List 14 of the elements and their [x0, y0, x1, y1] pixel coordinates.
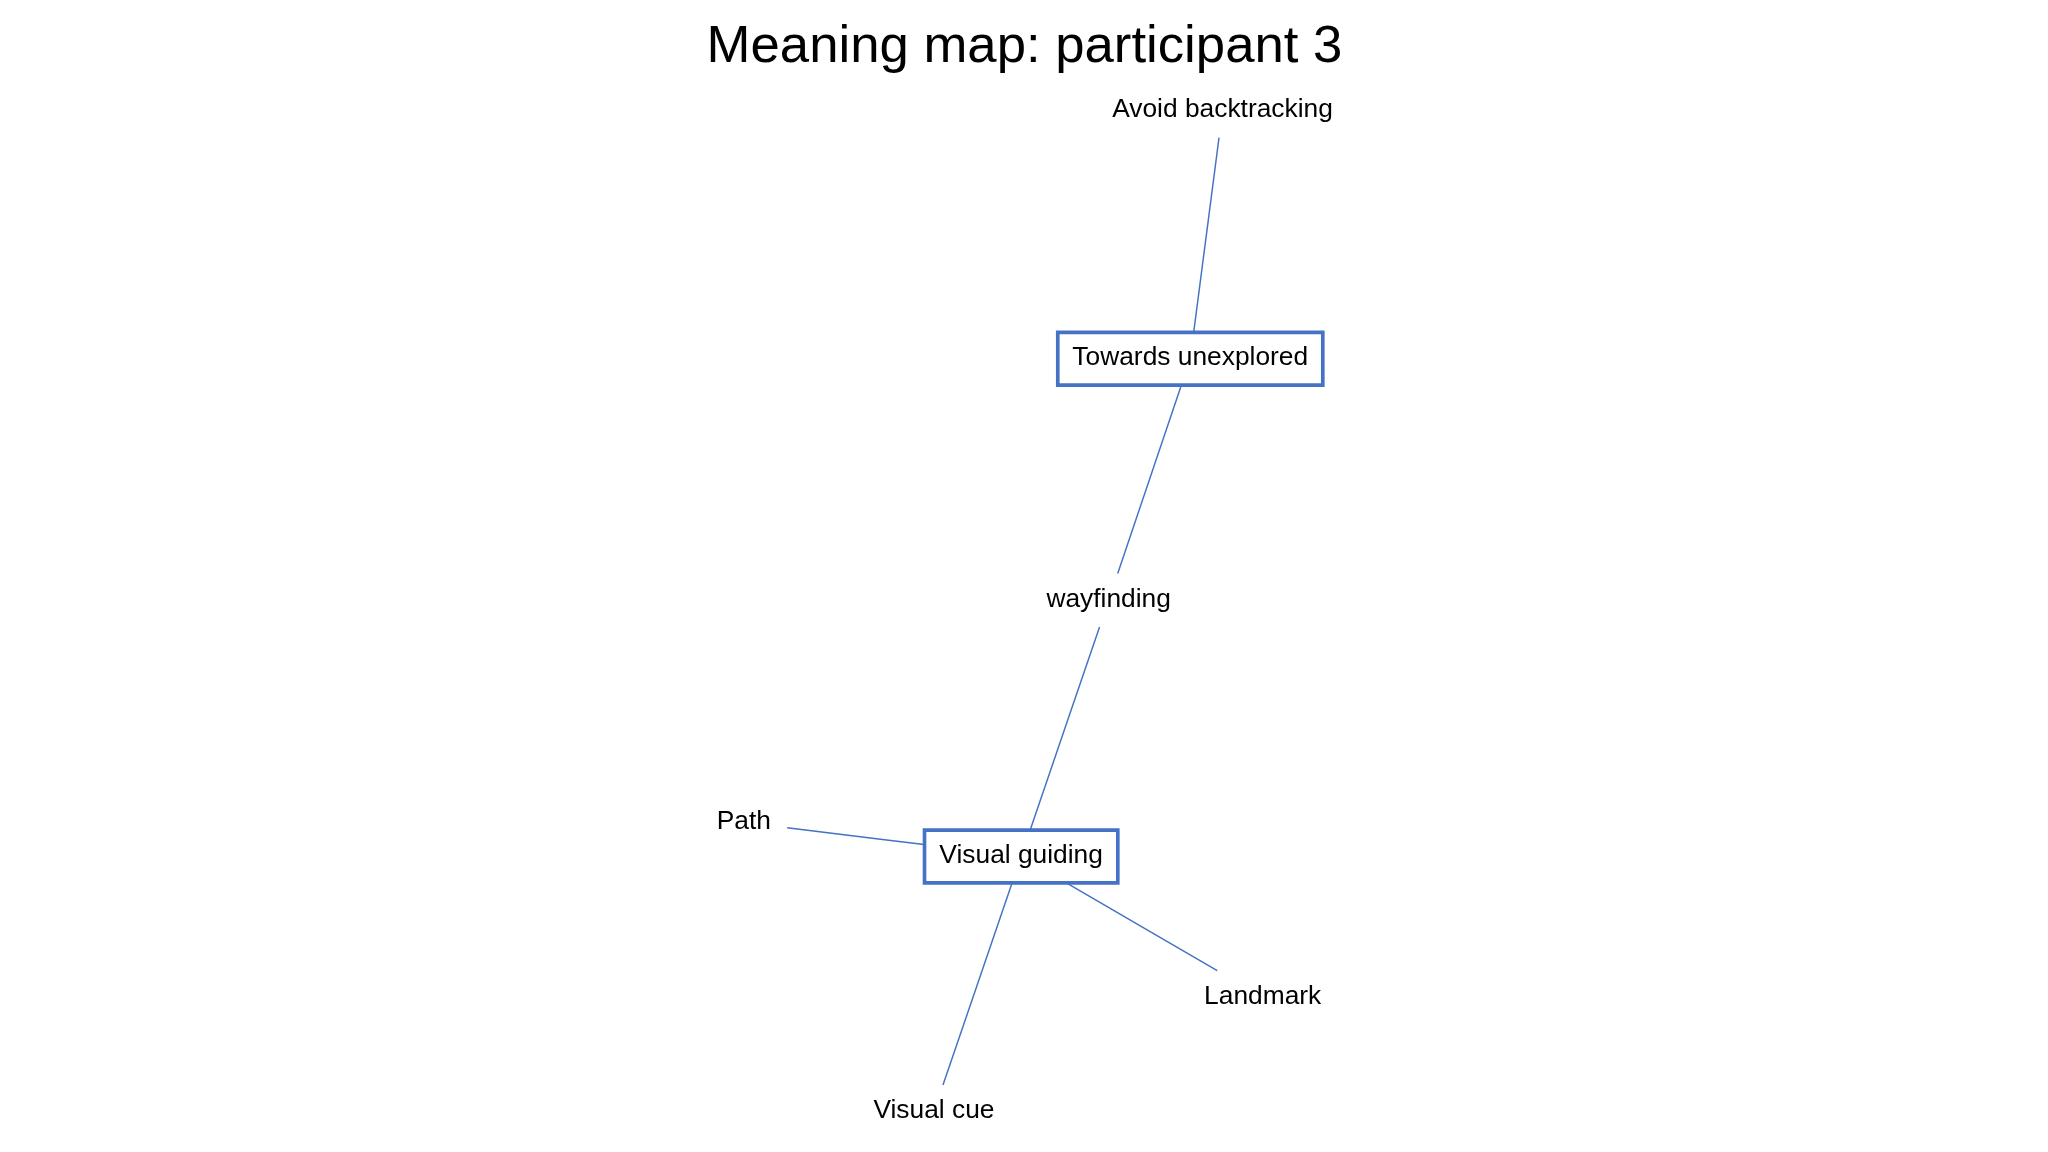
connector	[785, 827, 925, 846]
node-text: wayfinding	[1045, 582, 1171, 613]
node-box: Towards unexplored	[1055, 330, 1325, 387]
node-text: Avoid backtracking	[1111, 93, 1333, 124]
connector	[1028, 626, 1100, 831]
node-text: Path	[716, 804, 771, 835]
node-text: Visual cue	[872, 1093, 994, 1124]
connector	[1192, 136, 1220, 333]
connector	[1065, 882, 1218, 972]
connector	[941, 882, 1013, 1086]
node-text: Landmark	[1203, 979, 1321, 1010]
node-box: Visual guiding	[922, 828, 1120, 885]
connector	[1116, 384, 1182, 575]
diagram-title: Meaning map: participant 3	[706, 14, 1342, 74]
